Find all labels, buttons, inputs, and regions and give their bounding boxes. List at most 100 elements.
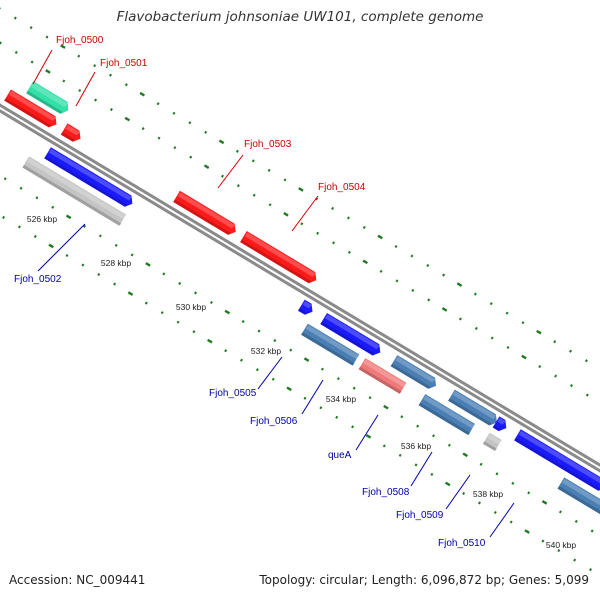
leader-line-fjoh-0504 [291, 195, 319, 232]
gene-arrow-shadow [60, 132, 76, 142]
tick-mark [335, 415, 339, 419]
tick-mark [257, 329, 261, 333]
gene-arrow-highlight [27, 157, 126, 220]
gene-arrow-fjoh-0505[interactable] [320, 313, 381, 356]
tick-mark [479, 462, 483, 466]
tick-mark [224, 309, 231, 315]
tick-mark [192, 330, 196, 334]
tick-mark [240, 358, 243, 362]
tick-mark [554, 374, 558, 378]
tick-mark [521, 321, 525, 325]
tick-mark [97, 272, 101, 277]
gene-label-fjoh-0500[interactable]: Fjoh_0500 [56, 35, 104, 46]
tick-mark [414, 463, 418, 467]
backbone-outer-line [0, 103, 600, 467]
tick-mark [194, 291, 198, 295]
gene-arrow-shadow [418, 402, 471, 436]
tick-mark [83, 224, 86, 228]
tick-mark [224, 349, 228, 353]
tick-mark [332, 241, 336, 245]
gene-arrow-fjoh-0508[interactable] [448, 389, 497, 426]
gene-arrow-fjoh-0504[interactable] [240, 231, 317, 284]
gene-arrow-shadow [492, 424, 502, 432]
gene-label-fjoh-0509[interactable]: Fjoh_0509 [396, 510, 444, 521]
leader-line-fjoh-0506 [301, 379, 324, 415]
gene-arrow-fjoh-0506[interactable] [418, 394, 475, 436]
tick-mark [0, 41, 2, 45]
gene-label-quea[interactable]: queA [328, 450, 352, 461]
tick-mark [78, 88, 82, 93]
tick-mark [569, 349, 573, 353]
tick-mark [35, 196, 39, 200]
gene-label-fjoh-0506[interactable]: Fjoh_0506 [250, 416, 298, 427]
gene-label-fjoh-0504[interactable]: Fjoh_0504 [318, 182, 366, 193]
gene-arrow-fjoh-0506[interactable] [557, 477, 600, 527]
tick-mark [145, 262, 151, 267]
tick-mark [283, 211, 289, 217]
tick-mark [536, 329, 542, 335]
gene-arrow-fjoh-0502[interactable] [44, 147, 133, 207]
tick-mark [489, 302, 493, 306]
gene-label-fjoh-0501[interactable]: Fjoh_0501 [100, 58, 148, 69]
tick-mark [395, 279, 399, 283]
tick-mark [368, 396, 372, 400]
tick-mark [273, 339, 277, 343]
gene-arrow-highlight [244, 232, 316, 277]
gene-label-fjoh-0503[interactable]: Fjoh_0503 [244, 139, 292, 150]
gene-arrow-fjoh-0503[interactable] [173, 190, 236, 235]
tick-mark [98, 234, 102, 238]
tick-mark [521, 354, 527, 360]
gene-arrow-fjoh-0500[interactable] [26, 81, 69, 114]
tick-mark [60, 44, 66, 49]
gene-label-fjoh-0508[interactable]: Fjoh_0508 [362, 487, 410, 498]
gene-arrow-fjoh-0510[interactable] [514, 429, 600, 491]
gene-arrow-fjoh-0501[interactable] [60, 123, 81, 142]
gene-arrow-fjoh-0505[interactable] [298, 299, 313, 315]
tick-mark [251, 159, 255, 163]
gene-arrow-highlight [305, 325, 359, 360]
gene-arrow-highlight [497, 417, 506, 425]
gene-arrow-highlight [325, 314, 380, 350]
tick-mark [362, 259, 369, 265]
tick-mark [541, 539, 545, 543]
gene-arrow-fjoh-0509[interactable] [22, 156, 126, 226]
tick-mark [204, 130, 208, 134]
tick-mark [3, 177, 7, 181]
gene-arrow-shadow [22, 164, 122, 226]
gene-arrow-body [448, 389, 497, 426]
leader-line-fjoh-0503 [217, 154, 244, 189]
tick-mark [585, 393, 589, 397]
gene-label-fjoh-0510[interactable]: Fjoh_0510 [438, 538, 486, 549]
gene-arrow-shadow [44, 155, 128, 207]
tick-mark [235, 149, 239, 153]
tick-mark [2, 215, 6, 219]
tick-mark [303, 357, 310, 362]
gene-arrow-fjoh-0506[interactable] [301, 323, 360, 366]
gene-arrow-shadow [557, 486, 600, 515]
gene-arrow-body [514, 429, 600, 491]
tick-mark [410, 254, 414, 258]
scale-label: 538 kbp [473, 489, 504, 499]
tick-mark [477, 501, 481, 505]
gene-arrow-highlight [302, 300, 312, 309]
gene-arrow-quea[interactable] [358, 358, 407, 394]
gene-arrow-fjoh-0509[interactable] [482, 432, 502, 451]
gene-arrow-highlight [177, 192, 236, 229]
gene-arrow-fjoh-0501[interactable] [4, 89, 57, 128]
gene-arrow-shadow [173, 199, 231, 235]
tick-mark [156, 102, 160, 106]
gene-arrow-fjoh-0508[interactable] [390, 355, 436, 389]
gene-label-fjoh-0502[interactable]: Fjoh_0502 [14, 274, 62, 285]
gene-label-fjoh-0505[interactable]: Fjoh_0505 [209, 388, 257, 399]
leader-line-fjoh-0500 [32, 49, 53, 85]
scale-label: 540 kbp [546, 540, 577, 550]
tick-row-inner-near [3, 177, 594, 533]
tick-mark [538, 365, 542, 369]
tick-mark [493, 510, 497, 515]
gene-arrow-body [320, 313, 381, 356]
gene-arrow-fjoh-0510[interactable] [492, 416, 507, 432]
tick-mark [178, 281, 182, 285]
gene-arrow-highlight [518, 430, 600, 484]
scale-label: 536 kbp [401, 441, 432, 451]
tick-mark [109, 108, 113, 112]
